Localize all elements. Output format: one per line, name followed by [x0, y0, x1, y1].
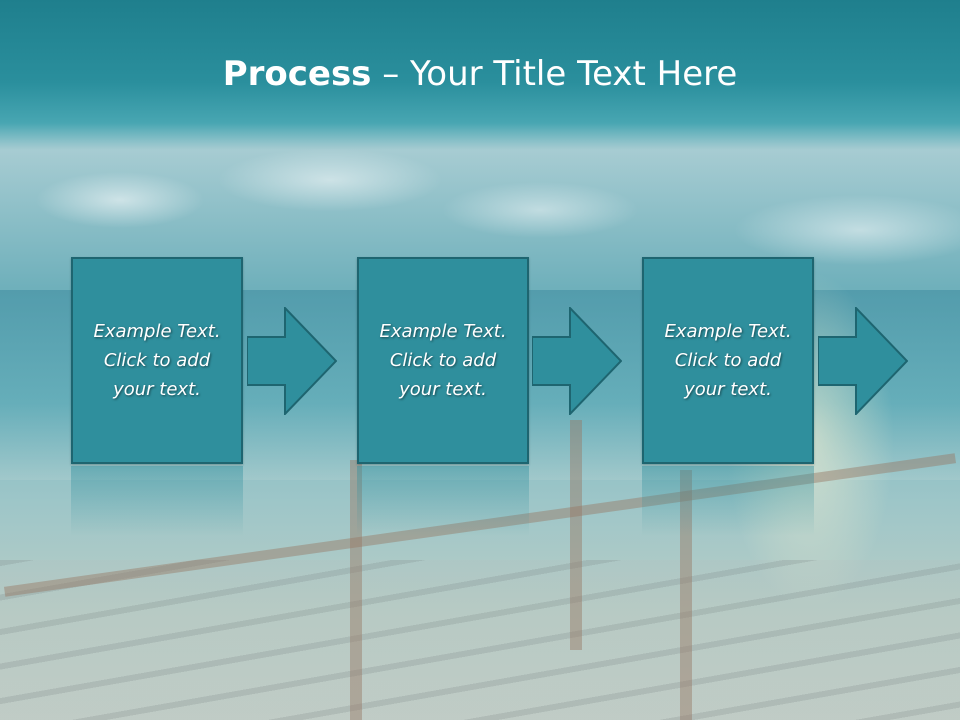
- step-box-3[interactable]: Example Text. Click to add your text.: [642, 257, 814, 464]
- background-deck: [0, 560, 960, 720]
- arrow-right-icon: [818, 307, 908, 415]
- title-band: [0, 0, 960, 150]
- background-railing: [570, 420, 582, 650]
- slide-title[interactable]: Process – Your Title Text Here: [0, 52, 960, 96]
- arrow-right-icon: [247, 307, 337, 415]
- background-railing: [350, 460, 362, 720]
- title-bold: Process: [222, 54, 372, 94]
- step-text-2[interactable]: Example Text. Click to add your text.: [379, 321, 507, 400]
- title-rest: – Your Title Text Here: [371, 54, 738, 94]
- step-box-2[interactable]: Example Text. Click to add your text.: [357, 257, 529, 464]
- step-reflection: [357, 466, 529, 536]
- step-box-1[interactable]: Example Text. Click to add your text.: [71, 257, 243, 464]
- step-text-3[interactable]: Example Text. Click to add your text.: [664, 321, 792, 400]
- arrow-right-icon: [532, 307, 622, 415]
- step-text-1[interactable]: Example Text. Click to add your text.: [93, 321, 221, 400]
- step-reflection: [642, 466, 814, 536]
- background-railing: [680, 470, 692, 720]
- step-reflection: [71, 466, 243, 536]
